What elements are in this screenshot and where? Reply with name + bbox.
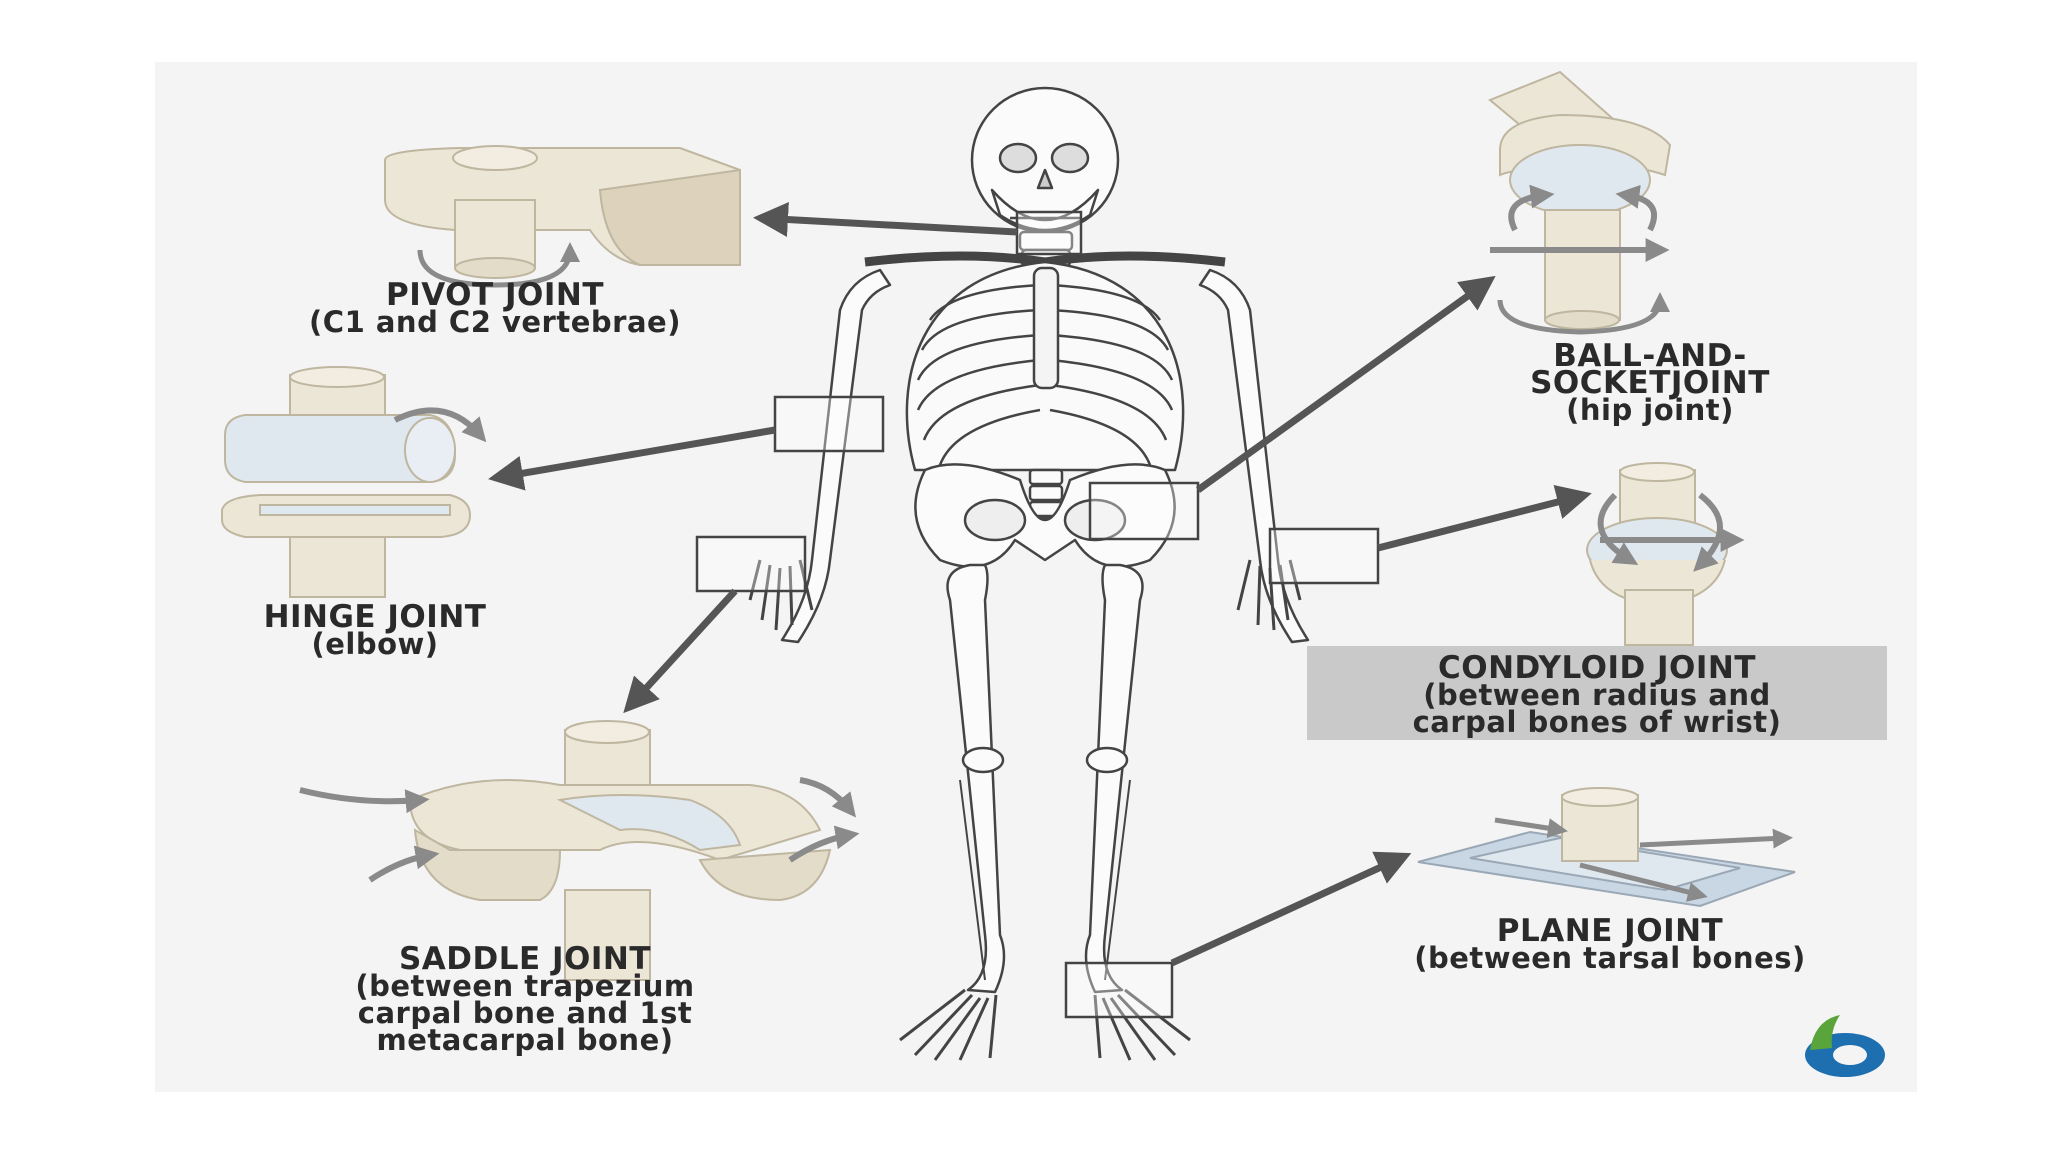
saddle-joint-label: SADDLE JOINT (between trapezium carpal b…	[255, 941, 795, 1057]
joint-highlight-boxes	[695, 210, 1380, 1019]
ball-socket-title-2: SOCKETJOINT	[1530, 365, 1770, 401]
ball-socket-joint-label: BALL-AND- SOCKETJOINT (hip joint)	[1440, 338, 1860, 427]
saddle-joint-subtitle-2: carpal bone and 1st	[357, 996, 693, 1030]
condyloid-joint-label: CONDYLOID JOINT (between radius and carp…	[1307, 650, 1887, 739]
pivot-joint-label: PIVOT JOINT (C1 and C2 vertebrae)	[220, 277, 770, 339]
pivot-joint-subtitle: (C1 and C2 vertebrae)	[309, 305, 681, 339]
condyloid-subtitle-1: (between radius and	[1423, 678, 1771, 712]
pivot-joint-model	[384, 145, 741, 288]
plane-joint-subtitle: (between tarsal bones)	[1414, 941, 1806, 975]
saddle-joint-model	[299, 720, 860, 981]
saddle-joint-title: SADDLE JOINT	[398, 941, 652, 977]
condyloid-label-highlight	[1307, 646, 1887, 740]
plane-joint-title: PLANE JOINT	[1496, 913, 1724, 949]
plane-joint-model	[1417, 787, 1796, 908]
condyloid-joint-title: CONDYLOID JOINT	[1437, 650, 1757, 686]
condyloid-subtitle-2: carpal bones of wrist)	[1412, 705, 1782, 739]
ball-socket-title-1: BALL-AND-	[1553, 338, 1747, 374]
pointer-arrows	[488, 202, 1592, 967]
condyloid-joint-model	[1586, 462, 1745, 646]
hinge-joint-title: HINGE JOINT	[263, 599, 487, 635]
hinge-joint-model	[221, 366, 487, 598]
saddle-joint-subtitle-3: metacarpal bone)	[376, 1023, 674, 1057]
plane-joint-label: PLANE JOINT (between tarsal bones)	[1320, 913, 1900, 975]
hinge-joint-subtitle: (elbow)	[311, 627, 439, 661]
ball-socket-joint-model	[1488, 70, 1672, 335]
ball-socket-subtitle: (hip joint)	[1566, 393, 1734, 427]
skeleton-figure	[748, 86, 1310, 1061]
pivot-joint-title: PIVOT JOINT	[385, 277, 604, 313]
saddle-joint-subtitle-1: (between trapezium	[355, 969, 695, 1003]
hinge-joint-label: HINGE JOINT (elbow)	[190, 599, 560, 661]
brand-logo-icon	[1805, 1015, 1885, 1077]
